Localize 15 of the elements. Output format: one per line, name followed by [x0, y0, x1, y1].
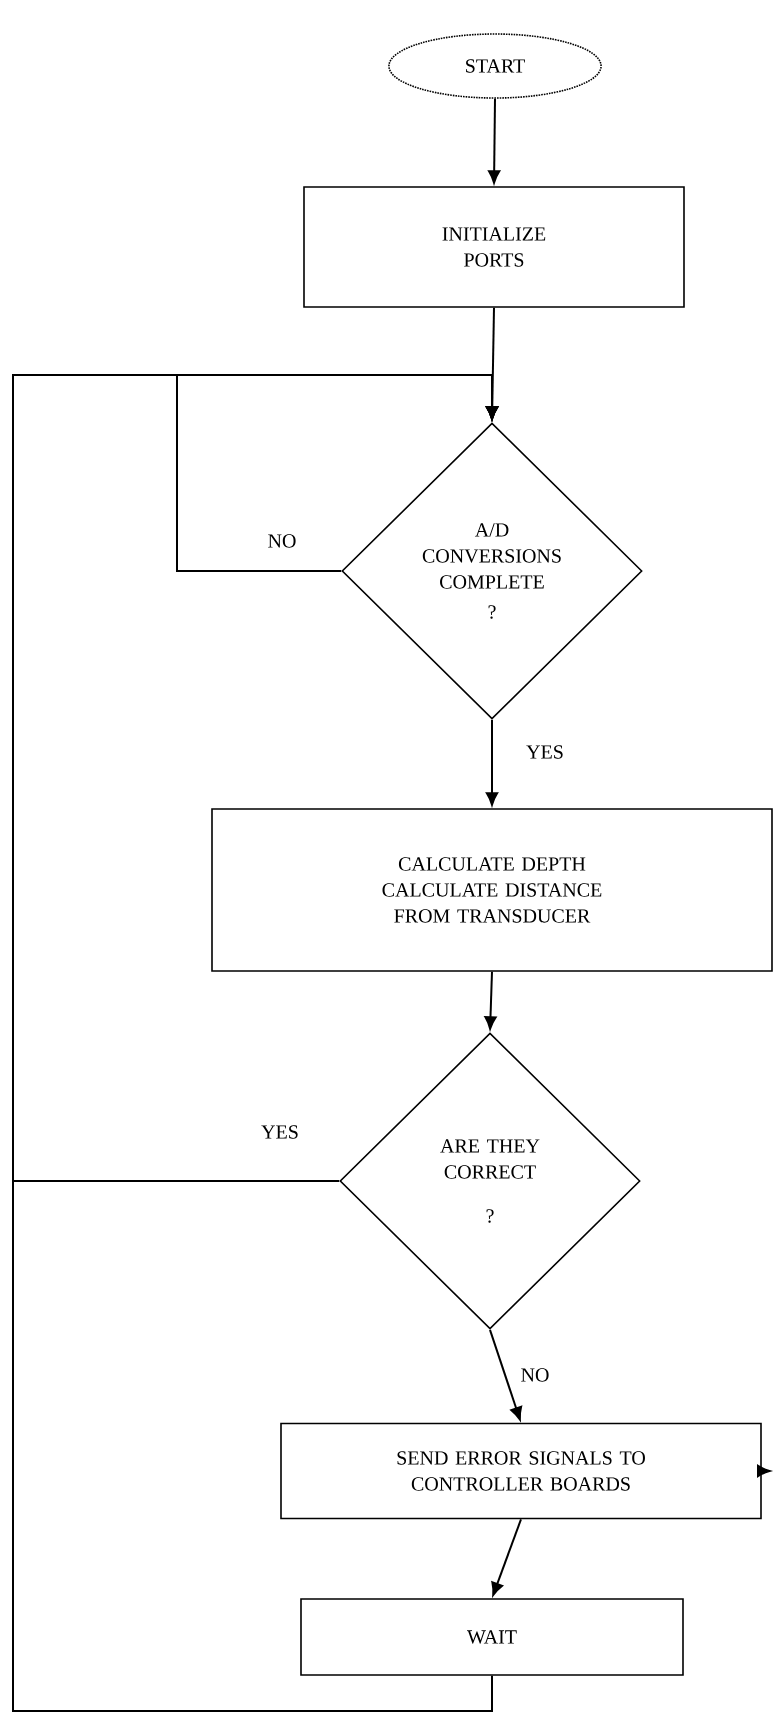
arrow [489, 1328, 523, 1421]
edge-label: NO [518, 1366, 552, 1384]
process-box: INITIALIZE PORTS [303, 186, 685, 308]
process-box: CALCULATE DEPTH CALCULATE DISTANCE FROM TRANSDUCER [211, 808, 773, 972]
process-box: WAIT [300, 1598, 684, 1676]
arrow [484, 970, 497, 1030]
arrow [757, 1464, 771, 1478]
edge-label: YES [524, 743, 566, 761]
edge-label: NO [265, 532, 299, 550]
arrow [491, 1518, 522, 1596]
arrow [485, 718, 499, 806]
edge-label: YES [259, 1123, 301, 1141]
process-box: SEND ERROR SIGNALS TO CONTROLLER BOARDS [280, 1422, 762, 1520]
arrow [488, 97, 501, 184]
arrow [12, 374, 499, 1712]
